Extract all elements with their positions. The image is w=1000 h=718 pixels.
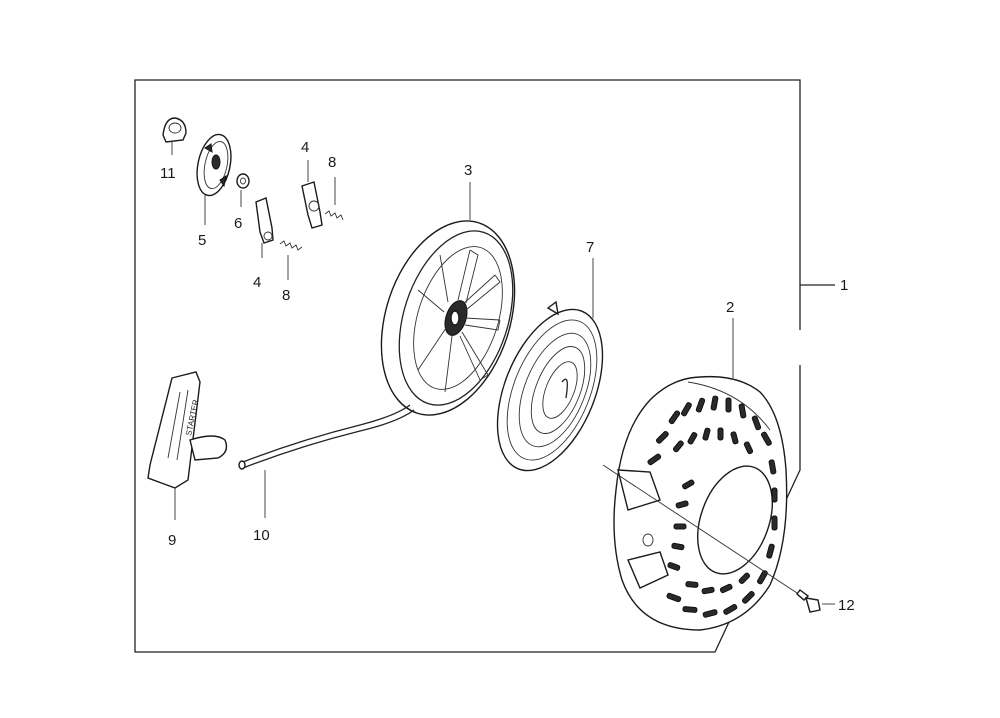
callout-7: 7 [586, 239, 594, 256]
callout-5: 5 [198, 232, 206, 249]
case-vent-slots [647, 395, 778, 618]
callout-4a: 4 [301, 139, 309, 156]
callout-3: 3 [464, 162, 472, 179]
callout-1: 1 [840, 277, 848, 294]
part-2-starter-case [613, 375, 788, 631]
callout-6: 6 [234, 215, 242, 232]
callout-8b: 8 [282, 287, 290, 304]
assembly-boundary [134, 79, 801, 653]
part-9-starter-grip: STARTER [147, 371, 228, 489]
callout-11: 11 [160, 165, 176, 182]
part-3-reel-pulley [380, 220, 516, 416]
part-6-washer [236, 173, 250, 189]
part-4-pawl-upper [301, 181, 323, 229]
part-8-spring-upper [324, 210, 344, 221]
callout-12: 12 [838, 597, 855, 614]
part-7-recoil-spring [496, 300, 604, 472]
callout-8a: 8 [328, 154, 336, 171]
part-5-ratchet-plate [196, 133, 232, 197]
part-4-pawl-lower [255, 197, 274, 244]
callout-9: 9 [168, 532, 176, 549]
callout-2: 2 [726, 299, 734, 316]
assembly-axis-line [602, 464, 801, 596]
callout-4b: 4 [253, 274, 261, 291]
part-11-cap [162, 117, 187, 143]
part-12-bolt [796, 589, 821, 613]
part-8-spring-lower [279, 240, 303, 251]
callout-10: 10 [253, 527, 270, 544]
part-10-starter-rope [238, 404, 415, 470]
